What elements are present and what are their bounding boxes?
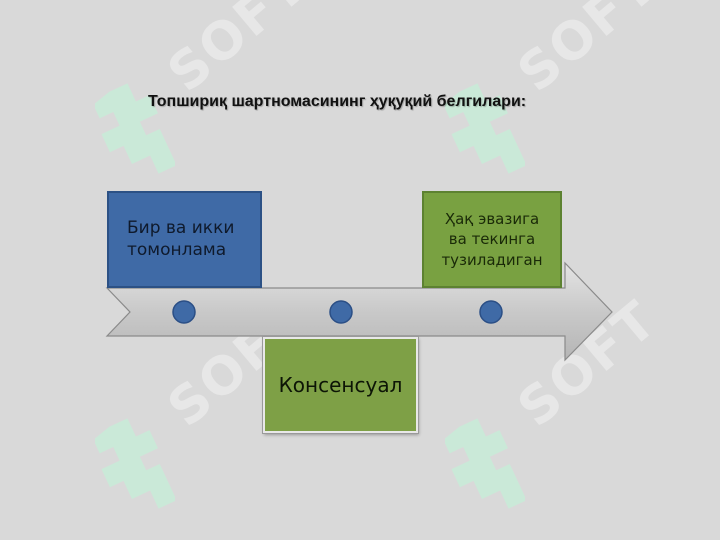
box-paid-or-free-label: Ҳақ эвазига ва текинга тузиладиган (441, 210, 543, 269)
watermark-logo-icon (95, 83, 175, 174)
box-bilateral-label: Бир ва икки томонлама (127, 218, 235, 260)
watermark: SOFT (445, 0, 685, 200)
watermark: SOFT (445, 290, 685, 535)
watermark-logo-icon (95, 418, 175, 509)
timeline-marker (479, 300, 503, 324)
timeline-marker (329, 300, 353, 324)
watermark-logo-icon (445, 418, 525, 509)
box-consensual-label: Консенсуал (278, 373, 403, 397)
timeline-marker (172, 300, 196, 324)
diagram-title: Топшириқ шартномасининг ҳуқуқий белгилар… (148, 93, 527, 110)
watermark-logo-icon (445, 83, 525, 174)
watermark: SOFT (95, 290, 335, 535)
box-bilateral: Бир ва икки томонлама (107, 191, 262, 288)
watermark: SOFT (95, 0, 335, 200)
box-paid-or-free: Ҳақ эвазига ва текинга тузиладиган (422, 191, 562, 288)
box-consensual: Консенсуал (262, 336, 419, 434)
